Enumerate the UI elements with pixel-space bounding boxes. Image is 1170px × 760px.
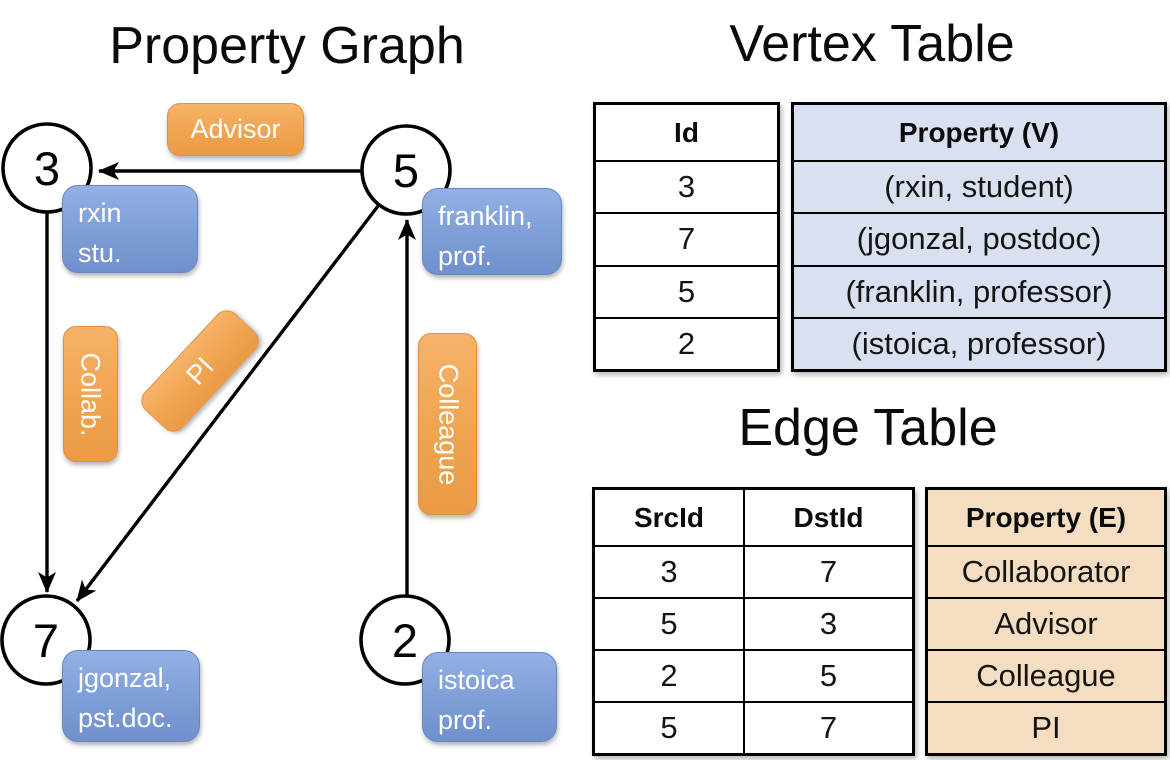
edge-label-text: Collab.: [76, 351, 107, 437]
vertex-table-cell: (jgonzal, postdoc): [794, 212, 1164, 265]
vertex-table-header-id: Id: [674, 116, 699, 148]
property-graph-title: Property Graph: [109, 17, 465, 75]
edge-table-header-dstid: DstId: [793, 501, 864, 533]
edge-label-text: PI: [179, 351, 220, 391]
edge-table-cell: 3: [595, 545, 743, 597]
vertex-box-jgonzal: jgonzal, pst.doc.: [62, 650, 200, 742]
edge-5-to-7: [75, 204, 380, 603]
edge-table-cell: 7: [745, 701, 912, 753]
edge-table-srcid-column: SrcId 3 5 2 5: [595, 490, 743, 753]
edge-table-header-property: Property (E): [928, 490, 1164, 545]
vertex-box-line: jgonzal,: [78, 663, 172, 693]
vertex-table-cell: (franklin, professor): [794, 264, 1164, 317]
vertex-table-property-column: Property (V) (rxin, student) (jgonzal, p…: [791, 102, 1167, 372]
vertex-box-franklin: franklin, prof.: [422, 188, 562, 275]
vertex-box-line: franklin,: [438, 201, 533, 231]
vertex-table-id-column: Id 3 7 5 2: [593, 102, 780, 372]
node-id-2: 2: [391, 613, 419, 667]
edge-table-cell: 5: [595, 597, 743, 649]
edge-label-text: Colleague: [433, 363, 463, 485]
edge-label-advisor: Advisor: [167, 103, 304, 156]
vertex-box-line: istoica: [438, 665, 515, 695]
edge-label-colleague: Colleague: [418, 333, 477, 515]
vertex-box-line: prof.: [438, 704, 493, 735]
vertex-box-line: rxin: [78, 198, 122, 228]
edge-table-cell: 7: [745, 545, 912, 597]
edge-table-title: Edge Table: [738, 399, 998, 457]
vertex-box-line: stu.: [78, 237, 122, 268]
edge-table-cell: Colleague: [928, 649, 1164, 701]
node-id-5: 5: [392, 143, 420, 197]
vertex-box-line: pst.doc.: [78, 702, 173, 733]
edge-table-cell: Advisor: [928, 597, 1164, 649]
edge-table-dstid-column: DstId 7 3 5 7: [743, 490, 912, 753]
edge-label-collab: Collab.: [63, 326, 118, 462]
edge-table-cell: PI: [928, 701, 1164, 753]
vertex-table-cell: 5: [596, 264, 777, 317]
vertex-table-cell: 3: [596, 160, 777, 212]
edge-label-text: Advisor: [190, 114, 281, 144]
vertex-table-cell: (istoica, professor): [794, 316, 1164, 369]
edge-table-header-srcid: SrcId: [633, 501, 705, 533]
vertex-table-cell: 2: [596, 316, 777, 369]
vertex-box-rxin: rxin stu.: [62, 185, 198, 273]
edge-table-cell: 2: [595, 649, 743, 701]
vertex-box-istoica: istoica prof.: [422, 652, 557, 742]
edge-table-cell: 5: [745, 649, 912, 701]
edge-table-cell: 3: [745, 597, 912, 649]
vertex-table-cell: (rxin, student): [794, 160, 1164, 213]
node-id-7: 7: [32, 613, 60, 667]
vertex-box-line: prof.: [438, 240, 493, 271]
edge-table-cell: Collaborator: [928, 545, 1164, 597]
node-id-3: 3: [33, 141, 61, 195]
vertex-table-title: Vertex Table: [729, 15, 1015, 73]
edge-table-property-column: Property (E) Collaborator Advisor Collea…: [925, 487, 1167, 756]
vertex-table-header-property: Property (V): [794, 105, 1164, 160]
vertex-table-cell: 7: [596, 212, 777, 264]
edge-table-id-columns: SrcId 3 5 2 5 DstId 7 3 5 7: [592, 487, 915, 756]
edge-table-cell: 5: [595, 701, 743, 753]
